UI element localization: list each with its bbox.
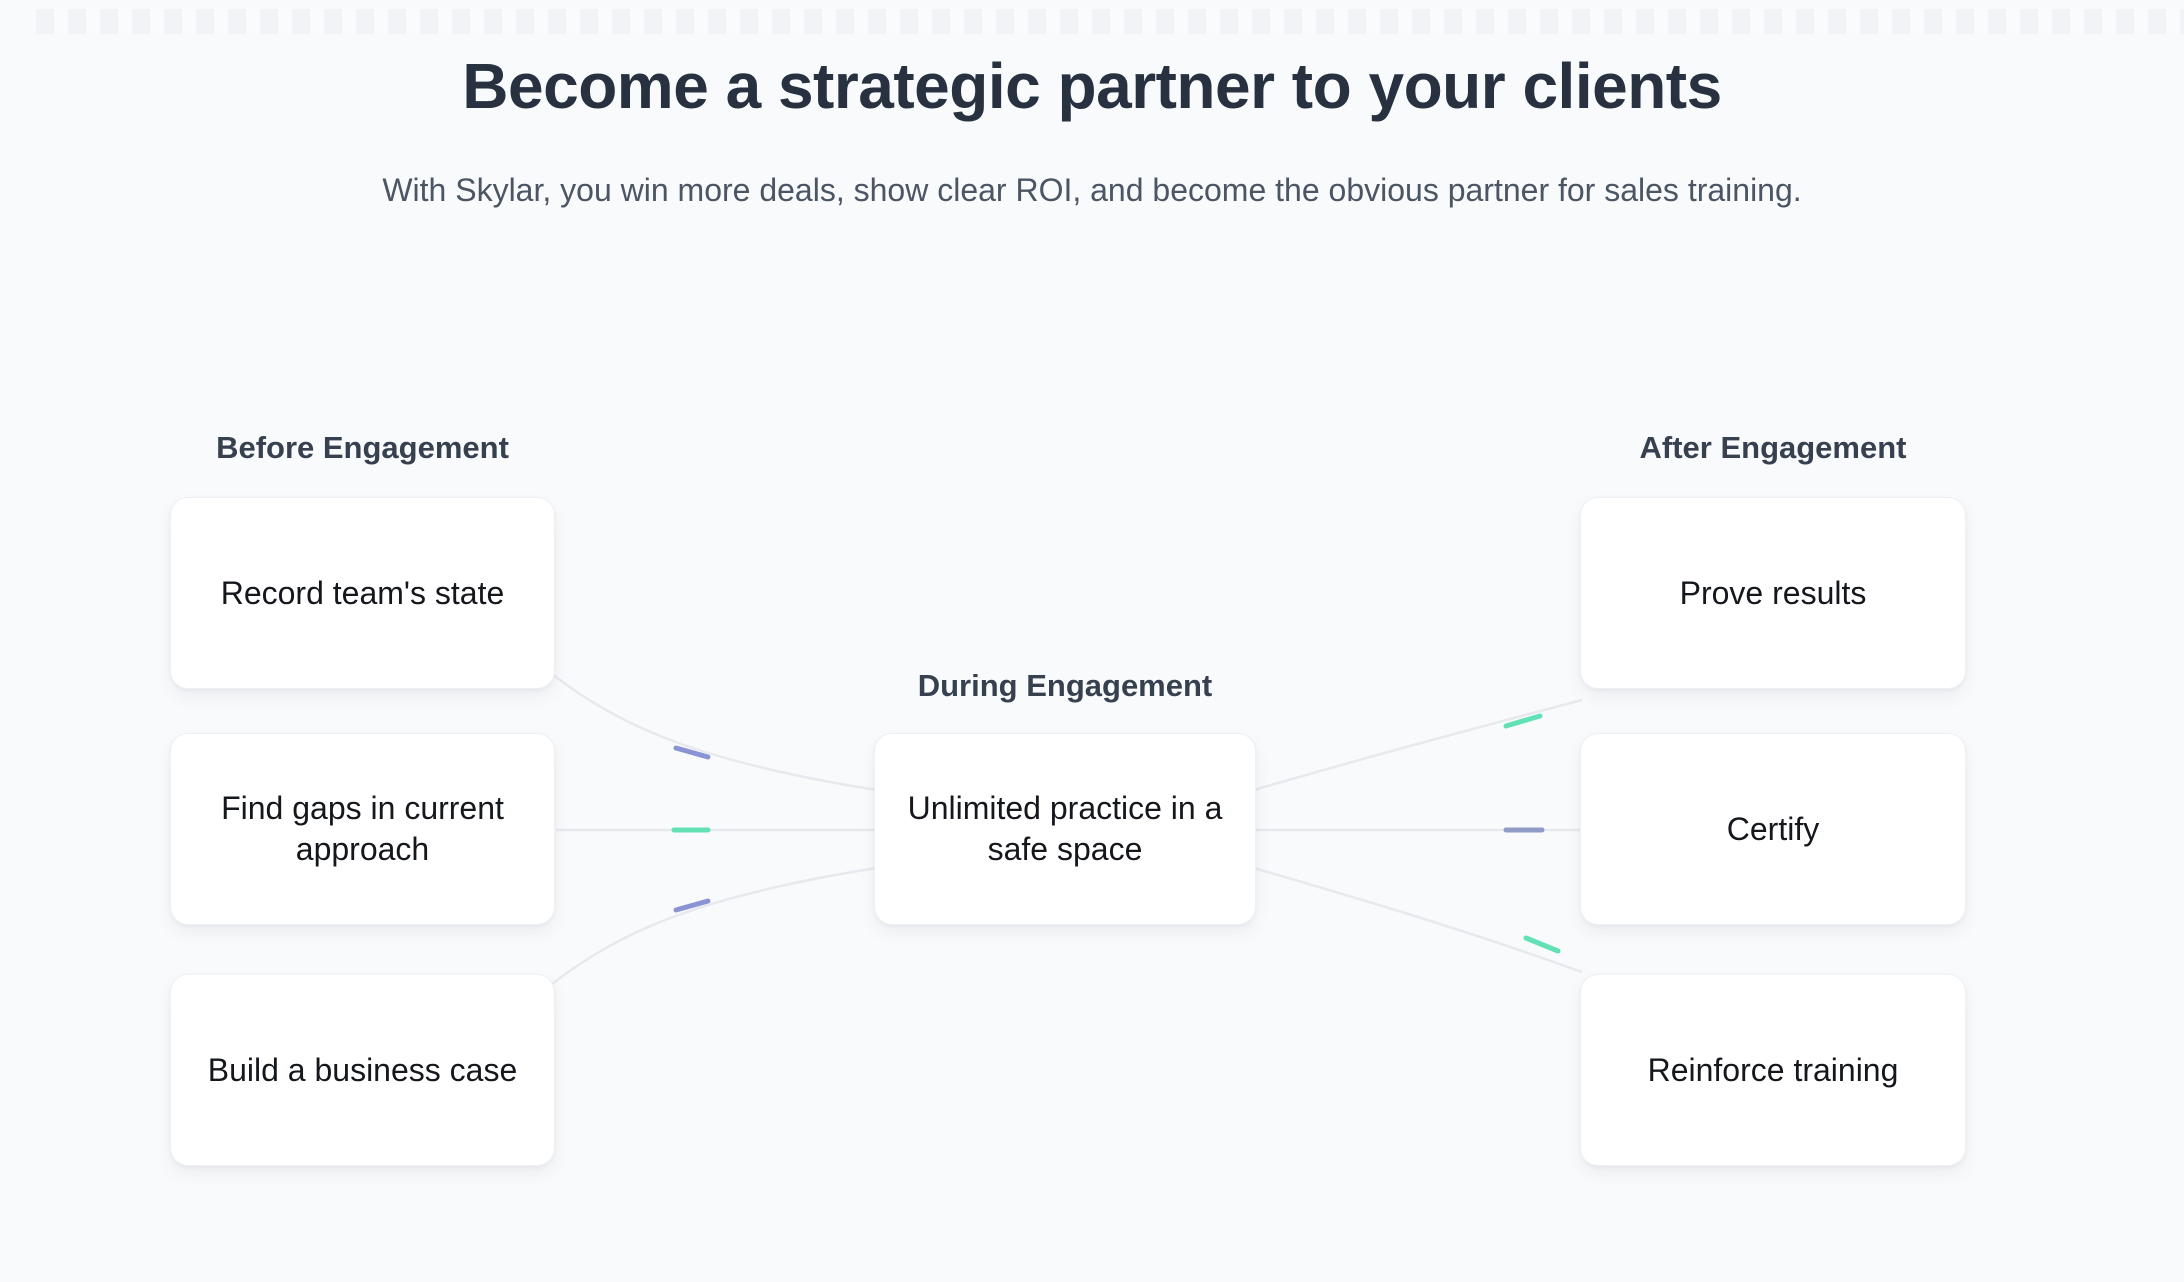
flow-node-certify: Certify [1580,733,1966,925]
pulse-dash-green-bottom-right [1523,935,1561,954]
flow-node-label: Unlimited practice in a safe space [907,790,1223,867]
stage-label-before-engagement: Before Engagement [216,430,509,465]
page-subtitle: With Skylar, you win more deals, show cl… [382,172,1802,208]
stage-label-after-engagement: After Engagement [1639,430,1907,465]
pulse-dash-purple-bottom-left [673,898,711,913]
flow-node-reinforce-training: Reinforce training [1580,974,1966,1166]
flow-node-prove-results: Prove results [1580,497,1966,689]
connector-practice-to-prove [1253,698,1583,792]
flow-node-label: Reinforce training [1647,1051,1899,1088]
page-title: Become a strategic partner to your clien… [462,50,1722,122]
flow-node-record-teams-state: Record team's state [170,497,555,689]
top-striped-band [36,9,2184,34]
connector-record-to-practice [551,673,877,792]
flow-node-unlimited-practice: Unlimited practice in a safe space [874,733,1256,925]
flow-node-build-business-case: Build a business case [170,974,555,1166]
flow-node-label: Build a business case [207,1051,518,1088]
connector-practice-to-reinforce [1253,866,1583,974]
flow-node-label: Record team's state [220,574,505,611]
pulse-dash-green-top-right [1503,713,1543,729]
flow-node-label: Certify [1726,810,1820,847]
stage-label-during-engagement: During Engagement [917,668,1213,703]
flow-node-label: Find gaps in current approach [221,790,504,867]
pulse-dash-purple-top-left [673,745,711,760]
connector-build-to-practice [551,866,877,985]
flow-node-label: Prove results [1679,574,1867,611]
flow-node-find-gaps: Find gaps in current approach [170,733,555,925]
